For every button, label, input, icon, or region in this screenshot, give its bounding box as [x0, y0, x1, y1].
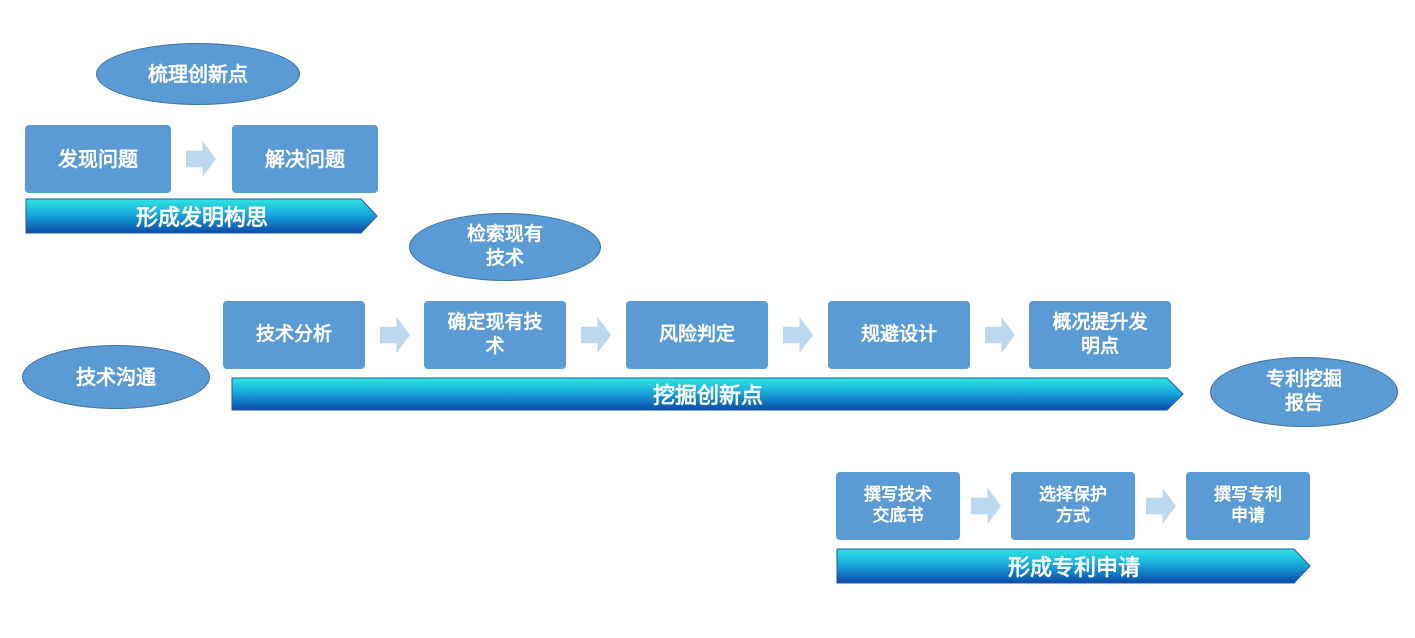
banner-label: 形成发明构思 [135, 206, 268, 231]
step-write-disclosure: 撰写技术 交底书 [836, 472, 960, 540]
arrow-right-icon [581, 317, 611, 353]
arrow-right-icon [985, 317, 1015, 353]
step-identify-prior-art: 确定现有技 术 [424, 301, 566, 369]
oval-organize-innovation: 梳理创新点 [96, 43, 300, 105]
oval-patent-mining-report: 专利挖掘 报告 [1210, 357, 1398, 427]
step-generalize-invention-point: 概况提升发 明点 [1029, 301, 1171, 369]
banner-label: 挖掘创新点 [652, 384, 763, 409]
banner-form-patent-application: 形成专利申请 [836, 548, 1312, 584]
step-solve-problem: 解决问题 [232, 125, 378, 193]
arrow-right-icon [186, 141, 216, 177]
step-find-problem: 发现问题 [25, 125, 171, 193]
arrow-right-icon [380, 317, 410, 353]
step-choose-protection: 选择保护 方式 [1011, 472, 1135, 540]
step-technical-analysis: 技术分析 [223, 301, 365, 369]
step-risk-assessment: 风险判定 [626, 301, 768, 369]
oval-technical-communication: 技术沟通 [22, 345, 210, 409]
banner-mine-innovation: 挖掘创新点 [231, 377, 1185, 411]
step-design-around: 规避设计 [828, 301, 970, 369]
oval-search-prior-art: 检索现有 技术 [409, 213, 601, 281]
step-write-application: 撰写专利 申请 [1186, 472, 1310, 540]
banner-label: 形成专利申请 [1007, 556, 1140, 581]
arrow-right-icon [971, 488, 1001, 524]
banner-form-invention-concept: 形成发明构思 [25, 198, 379, 234]
arrow-right-icon [1146, 488, 1176, 524]
arrow-right-icon [783, 317, 813, 353]
